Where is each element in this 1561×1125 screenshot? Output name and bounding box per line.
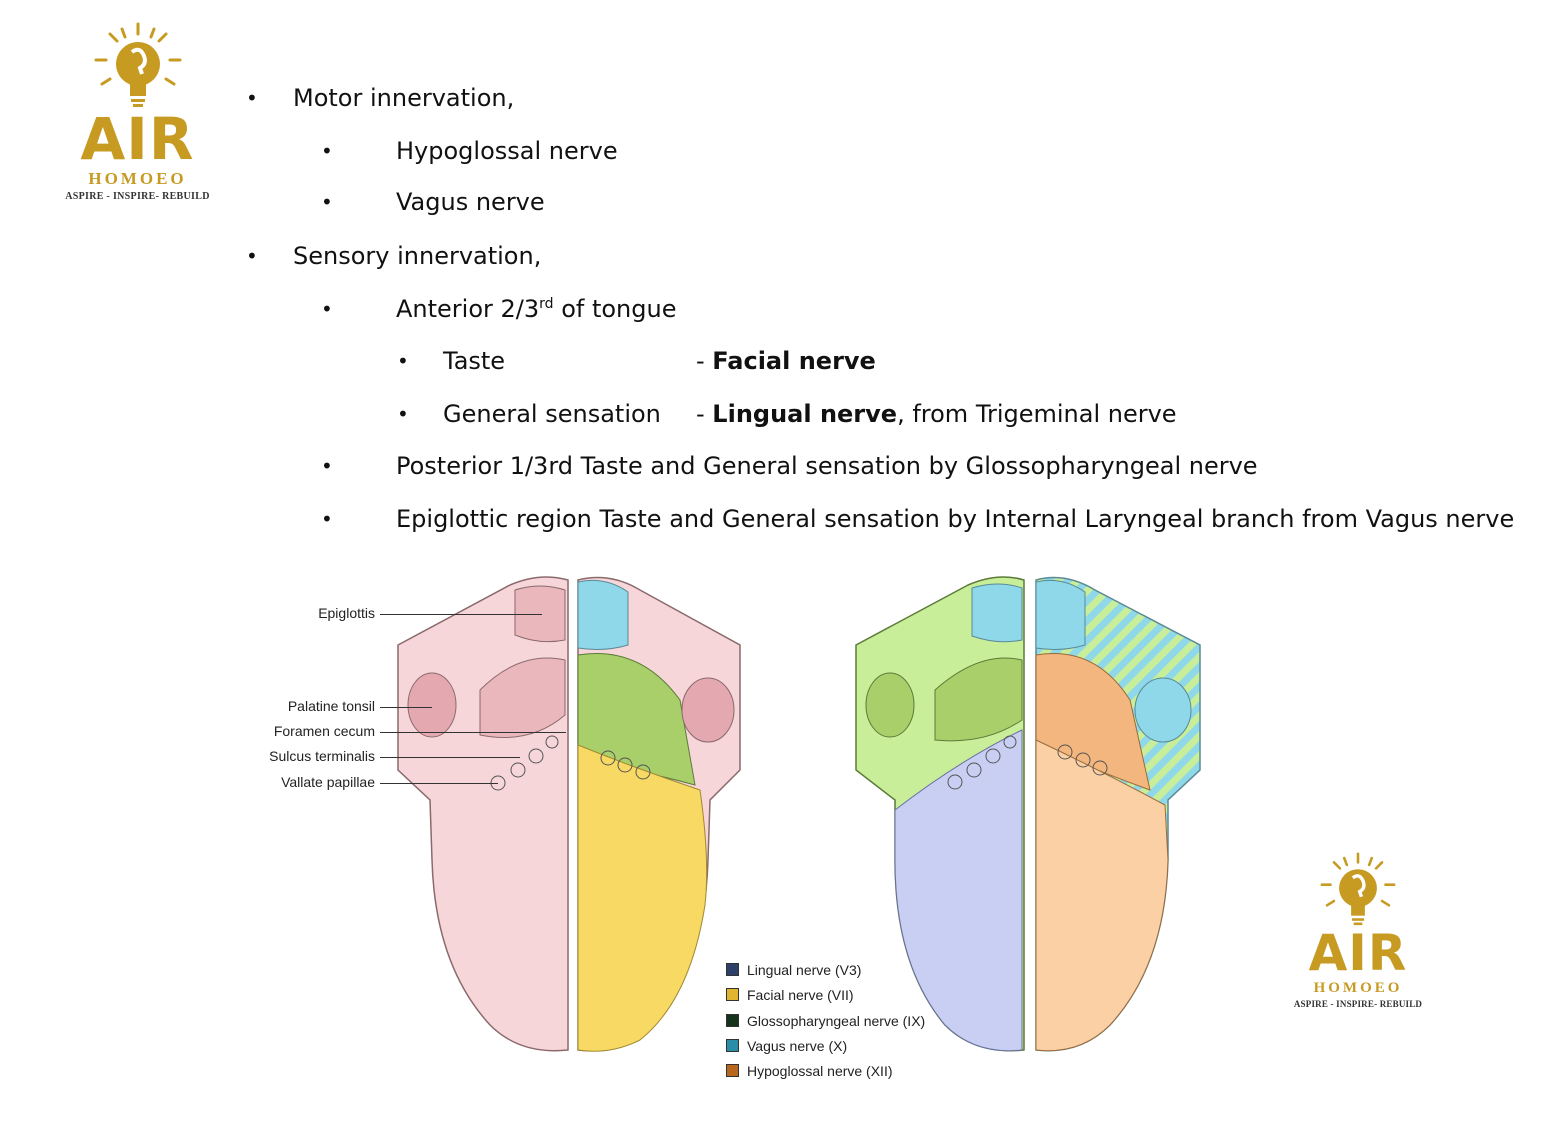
legend-swatch (726, 1064, 739, 1078)
bullet-dot: • (397, 349, 409, 373)
bullet-dot: • (321, 507, 333, 531)
logo-tagline: ASPIRE - INSPIRE- REBUILD (1293, 999, 1423, 1009)
general-label: General sensation (443, 400, 661, 428)
logo-sub: HOMOEO (88, 169, 187, 188)
legend-item: Lingual nerve (V3) (726, 962, 861, 978)
motor-heading: Motor innervation, (293, 84, 515, 112)
posterior-line: Posterior 1/3rd Taste and General sensat… (396, 452, 1258, 480)
sensory-heading: Sensory innervation, (293, 242, 542, 270)
motor-item: Vagus nerve (396, 188, 545, 216)
leader-line (380, 614, 542, 615)
leader-line (380, 707, 432, 708)
legend-swatch (726, 1038, 739, 1052)
legend-item: Hypoglossal nerve (XII) (726, 1063, 893, 1079)
tongue-anatomy-left-half (397, 576, 569, 1052)
logo-bottom: AIR HOMOEO ASPIRE - INSPIRE- REBUILD (1288, 850, 1428, 1010)
legend-label: Facial nerve (VII) (747, 987, 854, 1004)
logo-tagline: ASPIRE - INSPIRE- REBUILD (65, 191, 210, 202)
taste-label: Taste (443, 347, 506, 375)
bullet-dot: • (321, 139, 333, 163)
label-foramen-cecum: Foramen cecum (273, 723, 375, 739)
tongue-anatomy-right-half (577, 576, 741, 1052)
leader-line (380, 757, 520, 758)
leader-line (380, 732, 566, 733)
legend-label: Lingual nerve (V3) (747, 962, 862, 978)
label-vallate-papillae: Vallate papillae (281, 774, 375, 790)
bullet-dot: • (321, 297, 333, 321)
epiglottic-line: Epiglottic region Taste and General sens… (396, 505, 1515, 533)
anterior-line: Anterior 2/3rd of tongue (396, 295, 677, 323)
legend-swatch (726, 1013, 739, 1027)
legend-swatch (726, 988, 739, 1002)
general-value: - Lingual nerve, from Trigeminal nerve (696, 400, 1177, 428)
legend-item: Facial nerve (VII) (726, 987, 854, 1003)
logo-brand: AIR (1308, 924, 1408, 982)
bullet-dot: • (246, 86, 258, 110)
label-sulcus-terminalis: Sulcus terminalis (269, 748, 375, 764)
legend-item: Vagus nerve (X) (726, 1038, 847, 1054)
bulb-icon (1320, 852, 1396, 926)
label-epiglottis: Epiglottis (318, 605, 375, 621)
logo-sub: HOMOEO (1313, 980, 1403, 996)
bullet-dot: • (321, 454, 333, 478)
bullet-dot: • (397, 402, 409, 426)
taste-value: - Facial nerve (696, 347, 876, 375)
legend-label: Hypoglossal nerve (XII) (747, 1063, 893, 1080)
legend-swatch (726, 963, 739, 976)
legend-label: Glossopharyngeal nerve (IX) (747, 1012, 926, 1029)
tongue-innervation-right-half (1035, 576, 1201, 1052)
motor-item: Hypoglossal nerve (396, 137, 618, 165)
legend-label: Vagus nerve (X) (747, 1037, 848, 1054)
bulb-icon (94, 22, 181, 107)
leader-line (380, 783, 498, 784)
logo-top: AIR HOMOEO ASPIRE - INSPIRE- REBUILD (55, 20, 220, 204)
logo-brand: AIR (80, 105, 195, 173)
legend-item: Glossopharyngeal nerve (IX) (726, 1013, 925, 1029)
tongue-innervation-left-half (855, 576, 1025, 1052)
bullet-dot: • (246, 244, 258, 268)
bullet-dot: • (321, 190, 333, 214)
label-palatine-tonsil: Palatine tonsil (287, 698, 375, 714)
